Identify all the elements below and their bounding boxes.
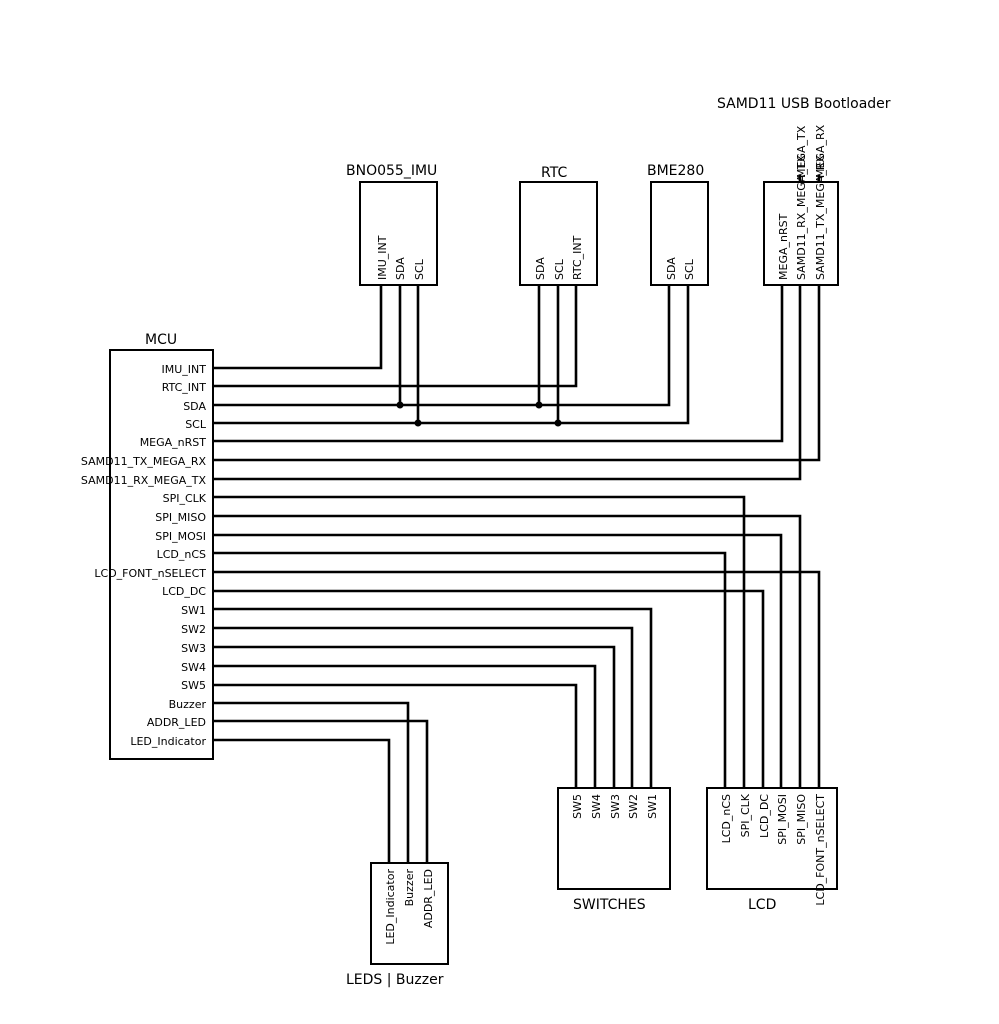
wire-sw2	[213, 626, 634, 788]
wire-buzzer	[213, 701, 410, 863]
wire-samd-tx-mega-rx	[213, 285, 821, 462]
switches-pin-label: SW2	[627, 794, 640, 819]
wire-addr-led	[213, 719, 429, 863]
wire-spi-mosi	[213, 533, 783, 788]
wire-mega-nrst	[213, 285, 784, 443]
switches-pin-label: SW5	[571, 794, 584, 819]
mcu-pin-label: RTC_INT	[162, 381, 207, 394]
mcu-title: MCU	[145, 332, 177, 348]
leds-pin-label: LED_Indicator	[384, 869, 397, 945]
mcu-pin-label: IMU_INT	[162, 363, 207, 376]
mcu-pin-label: SPI_MISO	[155, 511, 206, 524]
switches-pin-label: SW4	[590, 794, 603, 819]
lcd-pin-labels: LCD_nCS SPI_CLK LCD_DC SPI_MOSI SPI_MISO…	[720, 793, 827, 905]
wire-sda-bus	[213, 285, 671, 407]
lcd-pin-label: SPI_MISO	[795, 794, 808, 845]
mcu-pin-label: SCL	[185, 418, 207, 431]
imu-pin-label: SCL	[413, 258, 426, 280]
wire-imu-int	[213, 285, 383, 370]
imu-pin-label: IMU_INT	[376, 235, 389, 280]
leds-block	[370, 862, 449, 965]
mcu-block	[109, 349, 214, 760]
mcu-pin-label: SDA	[183, 400, 206, 413]
rtc-pin-labels: SDA SCL RTC_INT	[534, 235, 584, 280]
samd-pin-label: SAMD11_RX_MEGA_TX	[795, 154, 808, 280]
mcu-pin-label: SAMD11_RX_MEGA_TX	[81, 474, 207, 487]
mcu-pin-label: LCD_nCS	[157, 548, 206, 561]
lcd-pin-label: LCD_FONT_nSELECT	[814, 794, 827, 906]
imu-block	[359, 181, 438, 286]
lcd-pin-label: LCD_DC	[758, 794, 771, 838]
switches-pin-label: SW3	[609, 794, 622, 819]
mcu-pin-label: SW2	[181, 623, 206, 636]
rtc-pin-label: SCL	[553, 258, 566, 280]
junction-dot	[396, 401, 404, 409]
mcu-pin-labels: IMU_INT RTC_INT SDA SCL MEGA_nRST SAMD11…	[81, 363, 207, 748]
bme-block	[650, 181, 709, 286]
samd-title: SAMD11 USB Bootloader	[717, 96, 891, 112]
mcu-pin-label: SW3	[181, 642, 206, 655]
switches-pin-label: SW1	[646, 794, 659, 819]
mcu-pin-label: SW1	[181, 604, 206, 617]
imu-title: BNO055_IMU	[346, 163, 437, 179]
wire-spi-miso	[213, 514, 802, 788]
samd-outer-pin-label: MEGA_RX	[814, 124, 827, 178]
rtc-pin-label: SDA	[534, 257, 547, 280]
wire-samd-rx-mega-tx	[213, 285, 802, 481]
lcd-title: LCD	[748, 897, 776, 913]
wire-lcd-dc	[213, 589, 765, 788]
imu-pin-labels: IMU_INT SDA SCL	[376, 235, 426, 280]
lcd-pin-label: LCD_nCS	[720, 794, 733, 843]
leds-pin-label: ADDR_LED	[422, 869, 435, 928]
bme-pin-label: SDA	[665, 257, 678, 280]
bme-pin-label: SCL	[683, 258, 696, 280]
wire-spi-clk	[213, 495, 746, 788]
wire-sw1	[213, 607, 653, 788]
mcu-pin-label: SAMD11_TX_MEGA_RX	[81, 455, 207, 468]
wire-lcd-font-nselect	[213, 570, 821, 788]
imu-pin-label: SDA	[394, 257, 407, 280]
samd-pin-labels: MEGA_nRST SAMD11_RX_MEGA_TX SAMD11_TX_ME…	[777, 124, 827, 280]
wire-sw4	[213, 664, 597, 788]
leds-title: LEDS | Buzzer	[346, 972, 444, 988]
mcu-pin-label: SPI_CLK	[163, 492, 207, 505]
lcd-pin-label: SPI_CLK	[739, 793, 752, 837]
wire-led-indicator	[213, 738, 391, 863]
mcu-pin-label: SPI_MOSI	[155, 530, 206, 543]
lcd-block	[706, 787, 838, 890]
bme-title: BME280	[647, 163, 704, 179]
mcu-pin-label: SW4	[181, 661, 206, 674]
junction-dot	[554, 419, 562, 427]
lcd-pin-label: SPI_MOSI	[776, 794, 789, 845]
samd-outer-pin-label: MEGA_TX	[795, 125, 808, 178]
mcu-pin-label: LED_Indicator	[130, 735, 206, 748]
wire-rtc-int	[213, 285, 578, 388]
mcu-pin-label: MEGA_nRST	[140, 436, 207, 449]
mcu-pin-label: LCD_DC	[162, 585, 206, 598]
wire-lcd-ncs	[213, 551, 727, 788]
samd-pin-label: MEGA_nRST	[777, 213, 790, 280]
rtc-pin-label: RTC_INT	[571, 235, 584, 280]
junction-dot	[414, 419, 422, 427]
leds-pin-label: Buzzer	[403, 869, 416, 907]
bme-pin-labels: SDA SCL	[665, 257, 696, 280]
wire-sw5	[213, 683, 578, 788]
mcu-pin-label: Buzzer	[169, 698, 207, 711]
samd-pin-label: SAMD11_TX_MEGA_RX	[814, 154, 827, 280]
switches-pin-labels: SW5 SW4 SW3 SW2 SW1	[571, 794, 659, 819]
switches-title: SWITCHES	[573, 897, 646, 913]
wire-sw3	[213, 645, 616, 788]
mcu-pin-label: SW5	[181, 679, 206, 692]
wire-scl-bus	[213, 285, 690, 425]
junction-dot	[535, 401, 543, 409]
mcu-pin-label: LCD_FONT_nSELECT	[94, 567, 206, 580]
mcu-pin-label: ADDR_LED	[147, 716, 206, 729]
leds-pin-labels: LED_Indicator Buzzer ADDR_LED	[384, 869, 435, 945]
rtc-title: RTC	[541, 165, 567, 181]
